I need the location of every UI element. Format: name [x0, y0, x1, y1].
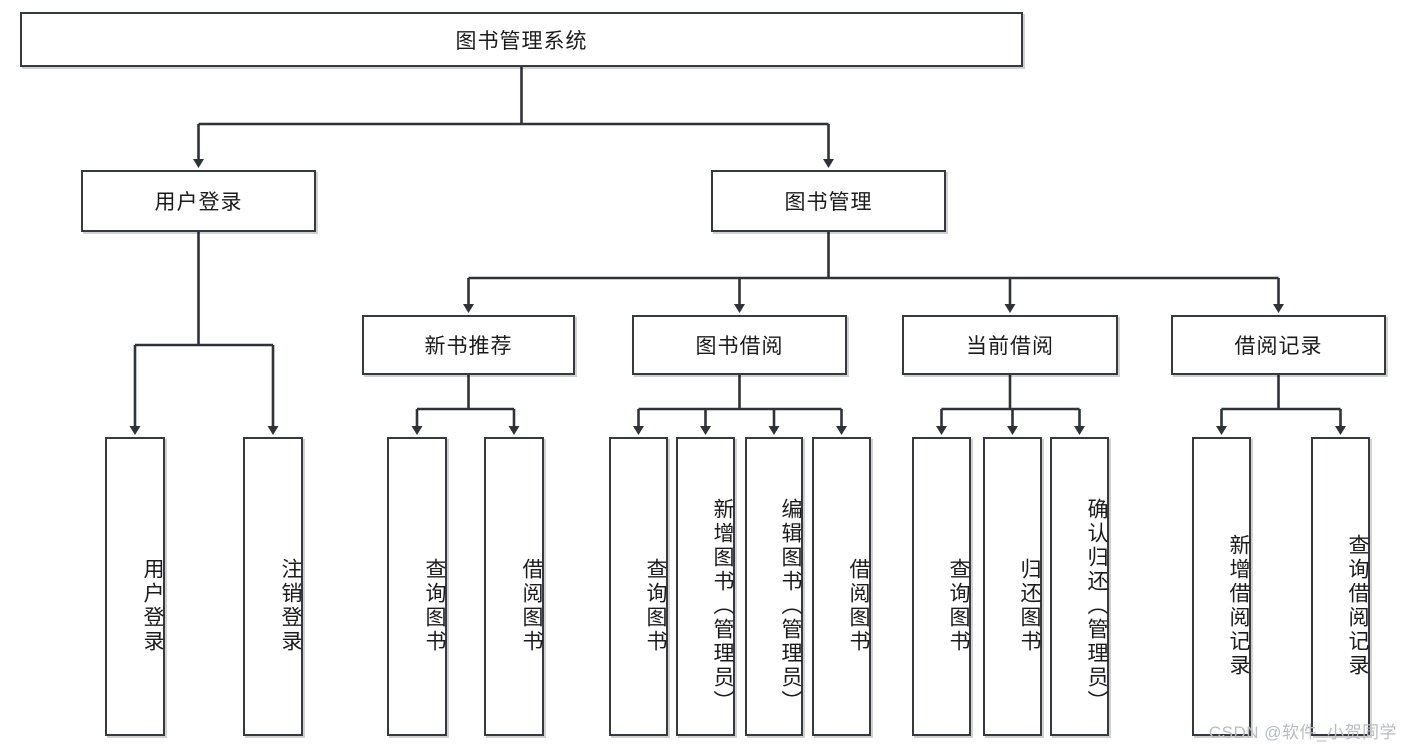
node-label: 用户登录 — [154, 191, 243, 214]
node-book-borrow[interactable]: 图书借阅 — [632, 315, 847, 375]
node-book-manage[interactable]: 图书管理 — [711, 170, 946, 232]
node-label: 当前借阅 — [966, 335, 1054, 358]
node-label: 新书推荐 — [424, 335, 513, 358]
node-borrow-record[interactable]: 借阅记录 — [1171, 315, 1386, 375]
node-leaf-return-book[interactable]: 归还图书 — [983, 437, 1042, 736]
node-leaf-query-book-2[interactable]: 查询图书 — [609, 437, 668, 736]
node-label: 查询图书 — [947, 557, 970, 654]
node-leaf-query-book-1[interactable]: 查询图书 — [387, 437, 447, 736]
node-label: 用户登录 — [141, 557, 164, 654]
node-label: 注销登录 — [279, 557, 302, 654]
node-root[interactable]: 图书管理系统 — [20, 12, 1023, 67]
node-leaf-confirm-return[interactable]: 确认归还（管理员） — [1050, 437, 1109, 736]
node-leaf-edit-book[interactable]: 编辑图书（管理员） — [745, 437, 803, 736]
node-user-login[interactable]: 用户登录 — [81, 170, 316, 232]
node-label: 借阅图书 — [847, 557, 870, 654]
node-label: 归还图书 — [1018, 557, 1041, 654]
watermark-label: CSDN @软件_小贺同学 — [1208, 723, 1397, 742]
node-label: 编辑图书（管理员） — [779, 497, 802, 714]
node-label: 查询借阅记录 — [1346, 533, 1369, 678]
node-label: 查询图书 — [644, 557, 667, 654]
node-label: 新增借阅记录 — [1227, 533, 1250, 678]
node-label: 借阅图书 — [520, 557, 543, 654]
node-leaf-logout[interactable]: 注销登录 — [243, 437, 303, 736]
node-label: 借阅记录 — [1234, 335, 1323, 358]
node-leaf-user-login[interactable]: 用户登录 — [105, 437, 165, 736]
node-label: 图书管理 — [784, 191, 873, 214]
node-label: 确认归还（管理员） — [1085, 497, 1108, 714]
node-label: 新增图书（管理员） — [711, 497, 734, 714]
node-leaf-query-record[interactable]: 查询借阅记录 — [1311, 437, 1370, 736]
node-leaf-add-book[interactable]: 新增图书（管理员） — [676, 437, 735, 736]
node-current-borrow[interactable]: 当前借阅 — [902, 315, 1118, 375]
node-leaf-borrow-book-2[interactable]: 借阅图书 — [812, 437, 871, 736]
node-new-book-recommend[interactable]: 新书推荐 — [362, 315, 575, 375]
node-leaf-add-record[interactable]: 新增借阅记录 — [1192, 437, 1251, 736]
node-label: 图书借阅 — [695, 335, 784, 358]
node-leaf-borrow-book-1[interactable]: 借阅图书 — [484, 437, 544, 736]
node-label: 查询图书 — [423, 557, 446, 654]
node-leaf-query-book-3[interactable]: 查询图书 — [912, 437, 971, 736]
node-label: 图书管理系统 — [455, 29, 588, 53]
